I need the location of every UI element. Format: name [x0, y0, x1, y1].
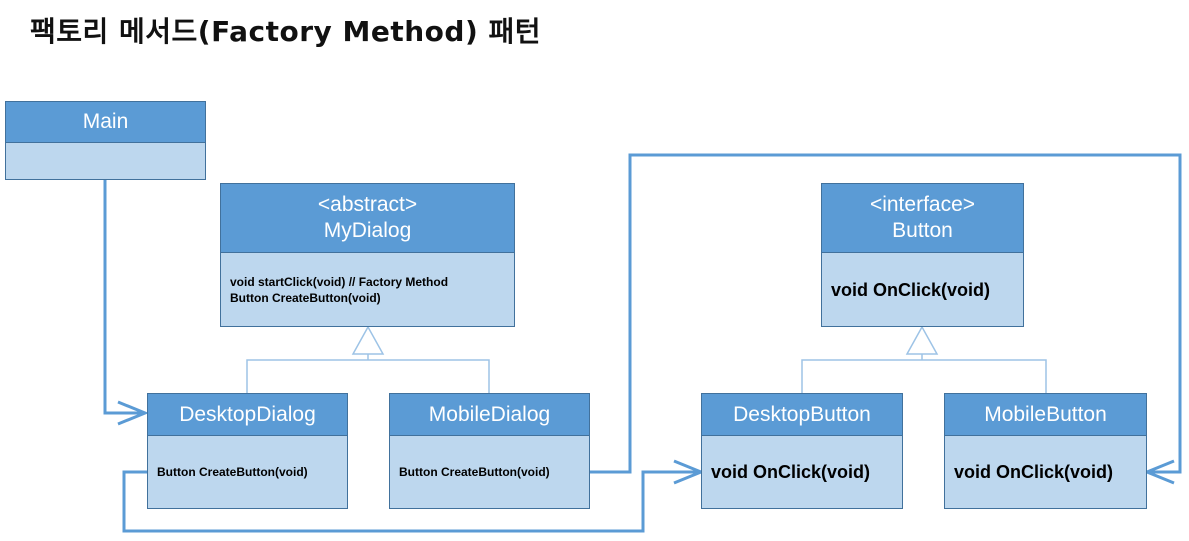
method: void OnClick(void)	[831, 279, 991, 300]
class-name: Button	[892, 219, 953, 242]
mydialog-inheritance-triangle	[351, 325, 385, 355]
class-button-body: void OnClick(void)	[821, 253, 1024, 327]
class-main-header: Main	[5, 101, 206, 143]
class-main: Main	[5, 101, 206, 180]
class-desktopbutton: DesktopButton void OnClick(void)	[701, 393, 903, 509]
page-title: 팩토리 메서드(Factory Method) 패턴	[30, 15, 542, 48]
main-to-desktopdialog-line	[103, 180, 145, 415]
class-mobiledialog-body: Button CreateButton(void)	[389, 436, 590, 509]
class-name: MyDialog	[323, 219, 412, 242]
class-desktopdialog: DesktopDialog Button CreateButton(void)	[147, 393, 348, 509]
class-mobilebutton: MobileButton void OnClick(void)	[944, 393, 1147, 509]
class-mobiledialog: MobileDialog Button CreateButton(void)	[389, 393, 590, 509]
class-main-body	[5, 143, 206, 180]
class-desktopbutton-body: void OnClick(void)	[701, 436, 903, 509]
mydialog-inheritance-lines	[246, 359, 490, 393]
method: Button CreateButton(void)	[230, 290, 381, 305]
method: Button CreateButton(void)	[157, 465, 308, 479]
class-button: <interface> Button void OnClick(void)	[821, 183, 1024, 327]
class-button-header: <interface> Button	[821, 183, 1024, 253]
class-name: MobileButton	[984, 402, 1107, 426]
class-mydialog-body: void startClick(void) // Factory Method …	[220, 253, 515, 327]
method: void startClick(void) // Factory Method	[230, 274, 449, 289]
class-mydialog-header: <abstract> MyDialog	[220, 183, 515, 253]
class-mydialog: <abstract> MyDialog void startClick(void…	[220, 183, 515, 327]
button-inheritance-lines	[801, 359, 1047, 393]
class-name: DesktopButton	[733, 402, 871, 426]
class-desktopdialog-header: DesktopDialog	[147, 393, 348, 436]
class-stereotype: <abstract>	[317, 193, 418, 216]
class-desktopbutton-header: DesktopButton	[701, 393, 903, 436]
desktopdialog-to-desktopbutton-line	[122, 470, 701, 533]
class-mobilebutton-body: void OnClick(void)	[944, 436, 1147, 509]
class-mobilebutton-header: MobileButton	[944, 393, 1147, 436]
mobiledialog-to-mobilebutton-arrowhead	[1143, 459, 1175, 485]
method: void OnClick(void)	[711, 462, 871, 482]
main-to-desktopdialog-arrowhead	[117, 400, 149, 426]
class-desktopdialog-body: Button CreateButton(void)	[147, 436, 348, 509]
button-inheritance-triangle	[905, 325, 939, 355]
mobiledialog-to-mobilebutton-line	[590, 153, 1182, 474]
class-name: Main	[82, 110, 129, 133]
class-stereotype: <interface>	[869, 193, 976, 216]
method: Button CreateButton(void)	[399, 465, 550, 479]
class-name: DesktopDialog	[179, 402, 316, 426]
class-name: MobileDialog	[428, 402, 551, 426]
method: void OnClick(void)	[954, 462, 1114, 482]
class-mobiledialog-header: MobileDialog	[389, 393, 590, 436]
